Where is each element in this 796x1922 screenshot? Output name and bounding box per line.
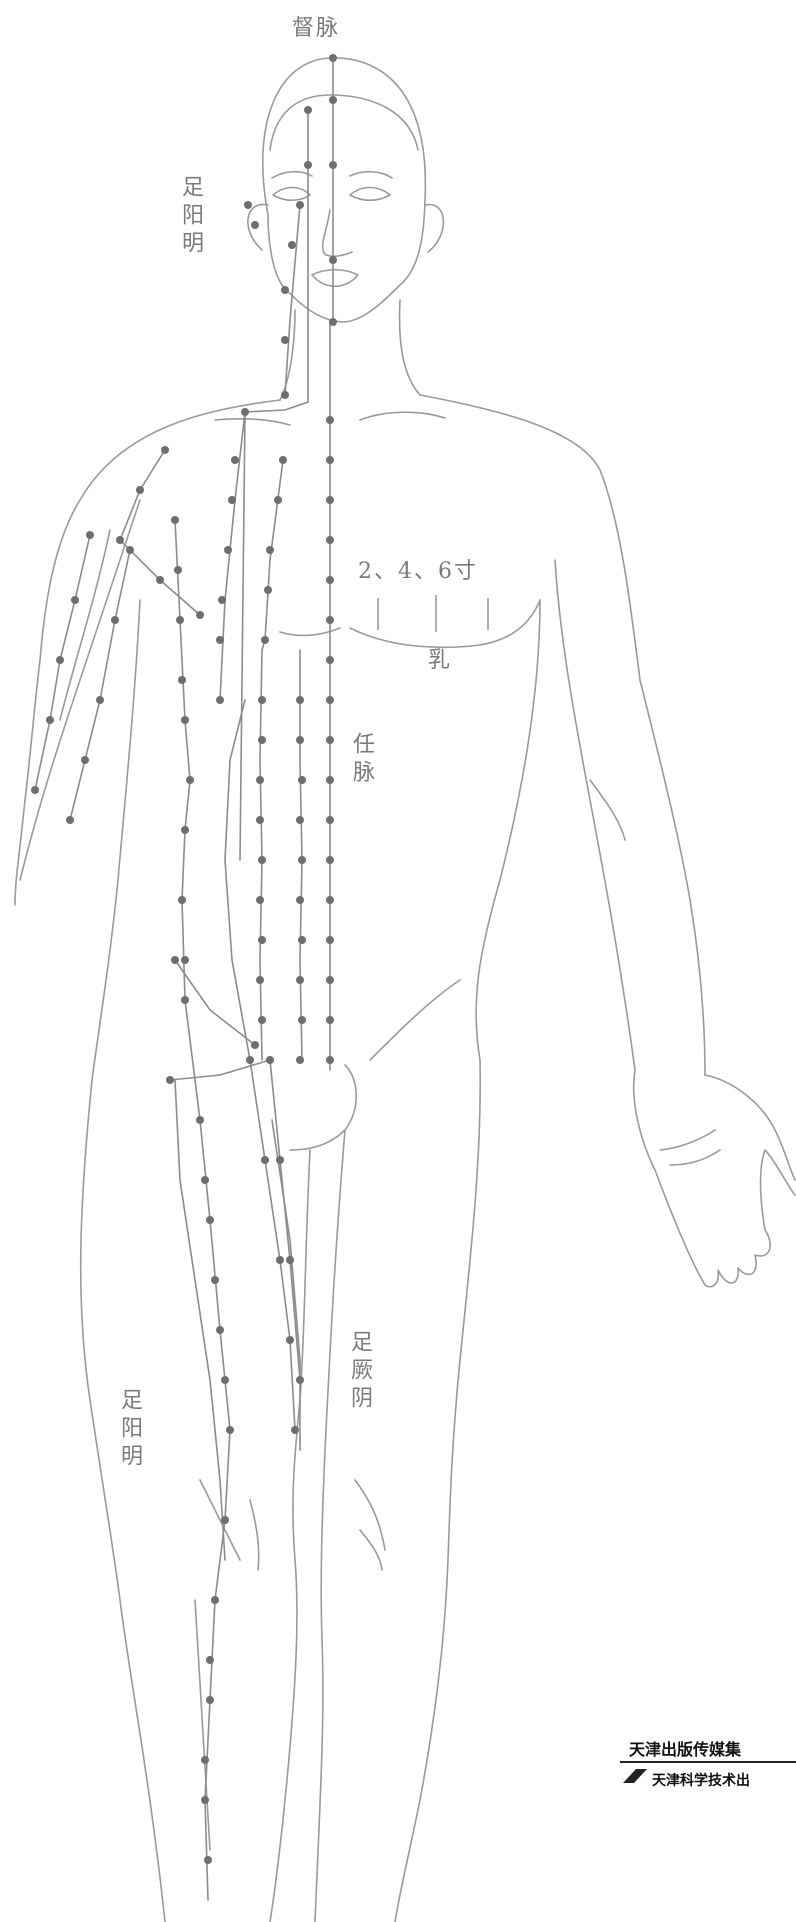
line-b — [300, 650, 302, 1060]
inner-thigh — [272, 1120, 300, 1450]
label-inches: 2、4、6寸 — [358, 553, 478, 585]
right-brow — [350, 172, 392, 178]
right-arm-inner — [555, 560, 635, 1070]
leg-line-1 — [170, 1060, 270, 1080]
left-arm-outer — [15, 800, 25, 905]
left-leg-outer — [81, 1080, 165, 1922]
publisher-subname: 天津科学技术出 — [652, 1770, 750, 1790]
chest-left — [280, 628, 340, 635]
right-leg-outer — [395, 1060, 480, 1922]
right-eye — [350, 188, 390, 201]
line-c — [262, 460, 283, 650]
nipple-markers — [378, 595, 488, 632]
publisher-logo — [623, 1769, 647, 1783]
spleen-line — [220, 412, 245, 700]
left-shin — [195, 1600, 210, 1850]
right-leg-inner — [315, 1130, 345, 1922]
body-outline — [15, 58, 795, 1922]
right-knee — [355, 1480, 385, 1570]
publisher-name: 天津出版传媒集 — [629, 1736, 741, 1760]
nose — [323, 210, 352, 256]
label-zu-yangming-top: 足阳明 — [174, 175, 206, 259]
label-zu-jueyin: 足厥阴 — [343, 1330, 375, 1414]
acupoints — [31, 54, 337, 1864]
neck-right — [400, 300, 420, 395]
line-a — [260, 650, 262, 1060]
label-du-mai: 督脉 — [292, 10, 340, 42]
leg-line-3 — [175, 1080, 225, 1560]
mouth — [312, 270, 358, 287]
right-torso — [476, 600, 540, 1060]
publisher-divider — [620, 1761, 796, 1763]
waist-line — [370, 980, 460, 1060]
arm-line-3 — [120, 450, 165, 540]
head-outline — [263, 58, 426, 322]
right-ear — [425, 205, 443, 252]
palm-lines — [660, 1130, 720, 1165]
hair-line — [270, 95, 418, 150]
left-torso — [92, 600, 140, 1080]
label-ren-mai: 任脉 — [345, 732, 377, 788]
shoulder-right — [420, 395, 640, 680]
left-arm-inner — [20, 500, 140, 880]
groin — [290, 1065, 356, 1150]
meridian-lines — [35, 58, 333, 1900]
collar-left — [215, 419, 290, 425]
stomach-line — [225, 700, 295, 1430]
label-nipple: 乳 — [428, 642, 450, 674]
label-zu-yangming-bottom: 足阳明 — [113, 1388, 145, 1472]
right-hand — [634, 1070, 795, 1287]
left-brow — [272, 172, 312, 178]
collar-right — [360, 412, 445, 420]
right-arm-outer — [640, 680, 705, 1075]
left-eye — [273, 188, 310, 201]
left-knee — [200, 1480, 259, 1570]
gallbladder-line — [175, 520, 230, 1900]
